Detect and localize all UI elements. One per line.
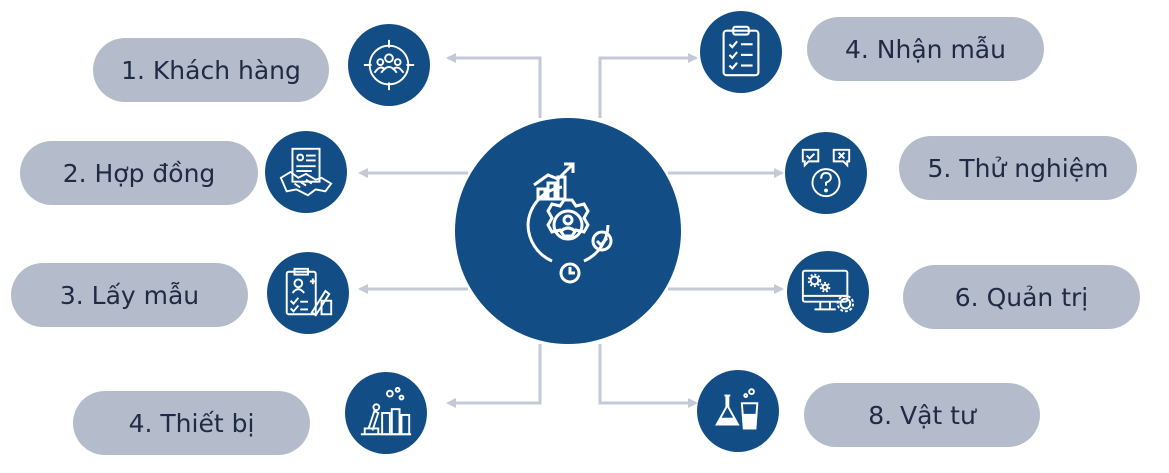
connector-8 [598, 344, 698, 408]
lab-flasks-icon [697, 370, 779, 452]
center-hub [455, 118, 681, 344]
lab-equipment-microscope-icon [345, 372, 427, 454]
node-label-8: 8. Vật tư [804, 383, 1040, 447]
customer-group-target-icon [348, 24, 430, 106]
process-gear-cycle-icon [526, 162, 613, 284]
connector-1 [446, 53, 542, 118]
connector-4 [446, 344, 542, 408]
node-label-2: 2. Hợp đồng [20, 141, 258, 205]
connector-5 [598, 53, 698, 118]
node-label-6: 5. Thử nghiệm [899, 136, 1137, 200]
contract-handshake-icon [265, 131, 347, 213]
testing-question-icon [785, 132, 867, 214]
node-label-3: 3. Lấy mẫu [11, 263, 248, 327]
node-label-4: 4. Thiết bị [73, 391, 310, 455]
node-label-5: 4. Nhận mẫu [807, 17, 1044, 81]
node-label-7: 6. Quản trị [903, 265, 1140, 329]
checklist-clipboard-icon [700, 11, 782, 93]
monitor-gears-icon [787, 251, 869, 333]
sampling-clipboard-icon [267, 252, 349, 334]
node-label-1: 1. Khách hàng [93, 38, 329, 102]
